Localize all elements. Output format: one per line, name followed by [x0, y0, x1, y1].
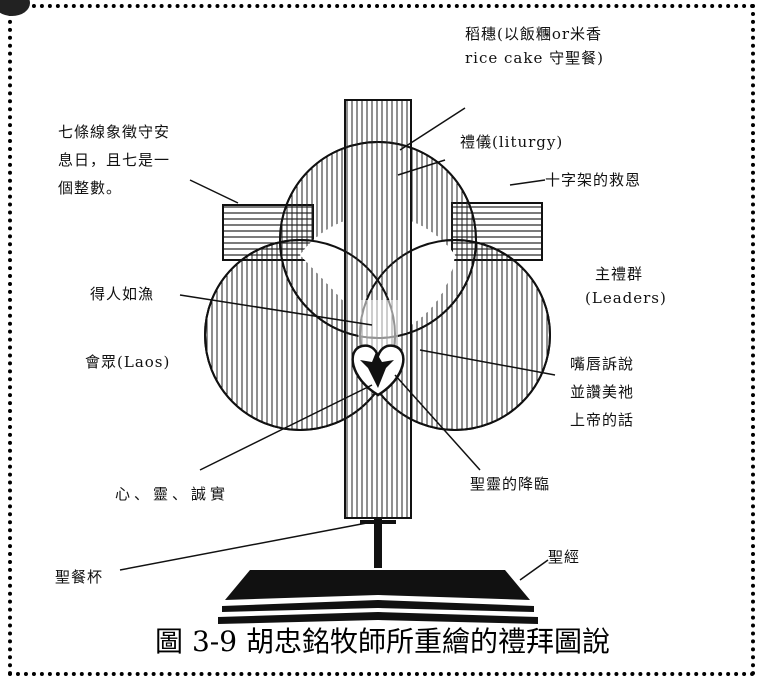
- leader-lines: [119, 107, 556, 581]
- label-lips: 嘴唇訴說 並讚美祂 上帝的話: [570, 350, 634, 434]
- label-rice-line2: rice cake 守聖餐): [465, 49, 604, 67]
- cup-stem: [374, 518, 382, 568]
- label-laos: 會眾(Laos): [85, 353, 171, 371]
- dotted-frame: [8, 4, 755, 676]
- label-rice: 稻穗(以飯糰or米香 rice cake 守聖餐): [465, 22, 604, 70]
- dove-icon: [360, 352, 394, 388]
- label-lips-line1: 嘴唇訴說: [570, 355, 635, 373]
- label-sabbath: 七條線象徵守安 息日，且七是一 個整數。: [58, 118, 170, 202]
- bible-icon: [218, 570, 538, 624]
- label-heart: 心、靈、誠實: [115, 485, 230, 503]
- label-leaders-line1: 主禮群: [595, 265, 644, 283]
- label-sabbath-line1: 七條線象徵守安: [58, 123, 171, 141]
- label-lips-line3: 上帝的話: [570, 411, 635, 429]
- label-sabbath-line3: 個整數。: [58, 179, 123, 197]
- label-sabbath-line2: 息日，且七是一: [58, 151, 171, 169]
- label-leaders-line2: (Leaders): [585, 289, 667, 307]
- label-leaders: 主禮群 (Leaders): [585, 262, 667, 310]
- corner-ink-blot: [0, 0, 30, 16]
- label-lips-line2: 並讚美祂: [570, 383, 635, 401]
- label-cup: 聖餐杯: [55, 568, 104, 586]
- label-rice-line1: 稻穗(以飯糰or米香: [465, 25, 603, 43]
- label-spirit: 聖靈的降臨: [470, 475, 551, 493]
- label-bible: 聖經: [548, 548, 581, 566]
- figure-caption: 圖 3-9 胡忠銘牧師所重繪的禮拜圖說: [155, 625, 610, 658]
- label-liturgy: 禮儀(liturgy): [460, 133, 564, 151]
- label-cross-grace: 十字架的救恩: [545, 171, 642, 189]
- label-fishers: 得人如漁: [90, 285, 155, 303]
